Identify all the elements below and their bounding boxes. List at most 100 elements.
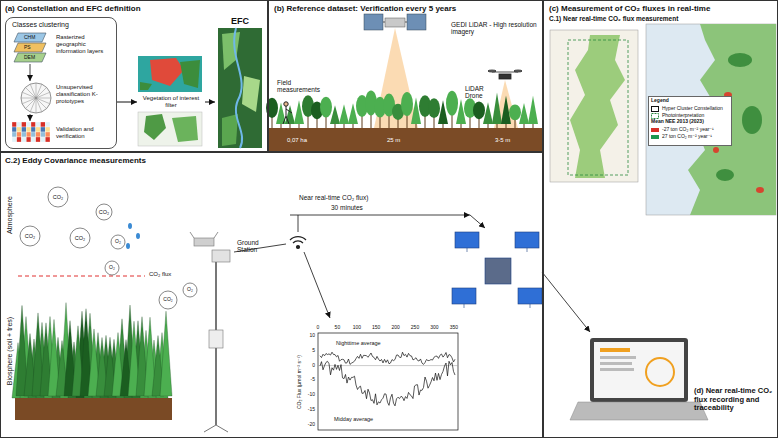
- map-image: [568, 40, 628, 175]
- forest: [320, 97, 332, 118]
- class-grid: [45, 122, 50, 127]
- person: [284, 102, 288, 106]
- ground-station: [194, 238, 214, 246]
- gas-bubble: [70, 228, 90, 248]
- map-image: [646, 24, 776, 215]
- flow-arrow: [542, 272, 590, 332]
- map-node: Vegetation of interest filter: [137, 55, 205, 149]
- ground: [269, 128, 542, 151]
- class-grid: [26, 127, 31, 132]
- efc-map: [218, 28, 262, 148]
- laptop: [600, 356, 636, 359]
- gas-bubble: [111, 235, 125, 249]
- gas-bubble: [20, 226, 40, 246]
- gas-label: O₂: [187, 287, 193, 293]
- forest: [285, 105, 295, 124]
- drone: [514, 70, 522, 72]
- class-grid: [17, 122, 22, 127]
- class-grid: [26, 137, 31, 142]
- class-grid: [41, 127, 46, 132]
- node-text: CHM: [24, 35, 35, 41]
- map-image: [138, 112, 202, 146]
- forest: [401, 92, 413, 116]
- laptop: [570, 402, 708, 420]
- forest: [446, 91, 458, 116]
- forest: [434, 117, 435, 128]
- axis-tick: 0: [317, 325, 320, 331]
- class-grid: [12, 132, 17, 137]
- drone: [499, 74, 511, 79]
- drone: [488, 70, 496, 72]
- wifi-symbol: [290, 237, 306, 240]
- forest: [326, 116, 327, 128]
- server-cluster: [467, 248, 468, 252]
- ground-station: [214, 232, 218, 238]
- forest: [411, 98, 421, 124]
- axis-tick: 250: [411, 325, 419, 331]
- layer-stack: [14, 43, 46, 52]
- axis-tick: -10: [308, 392, 315, 398]
- forest: [483, 102, 493, 124]
- forest: [452, 114, 453, 128]
- clustering-symbol: [21, 83, 51, 113]
- server-cluster: [455, 232, 479, 248]
- class-grid: [45, 132, 50, 137]
- node-text: 3-5 m: [495, 137, 510, 144]
- class-grid: [26, 132, 31, 137]
- clustering-symbol: [36, 98, 47, 109]
- gas-label: CO₂: [99, 209, 109, 215]
- node-heading: (b) Reference dataset: Verification ever…: [274, 4, 539, 13]
- class-grid: [36, 127, 41, 132]
- node-heading: Classes clustering: [12, 21, 112, 29]
- forest: [371, 114, 372, 128]
- forest: [492, 92, 502, 124]
- layer-stack: [14, 33, 46, 62]
- map-image: [180, 60, 200, 88]
- flux-boundary: [18, 276, 145, 277]
- class-grid: [22, 132, 27, 137]
- person: [283, 102, 292, 124]
- node-text: LiDAR Drone: [465, 85, 497, 100]
- gas-bubble: [48, 187, 68, 207]
- laptop: [646, 358, 674, 386]
- legend-heading: Legend: [651, 98, 669, 104]
- layer-stack: [14, 33, 46, 42]
- wifi-symbol: [293, 241, 303, 243]
- gas-label: CO₂: [25, 233, 35, 239]
- node-heading: C.2) Eddy Covariance measurements: [5, 156, 305, 165]
- node-text: CO₂ flux: [149, 271, 171, 278]
- laptop: [600, 348, 630, 352]
- clustering-symbol: [36, 87, 47, 98]
- series-label: Nighttime average: [336, 340, 381, 346]
- map-image: [140, 82, 152, 90]
- clustering-symbol: [36, 98, 51, 99]
- map-node: EFC: [215, 15, 265, 151]
- flow-arrow: [290, 215, 470, 216]
- forest: [330, 105, 340, 124]
- gas-label: CO₂: [75, 235, 85, 241]
- class-grid: [36, 122, 41, 127]
- panel-box: (b) Reference dataset: Verification ever…: [268, 0, 543, 152]
- forest: [509, 105, 521, 121]
- node-text: Unsupervised classification K-prototypes: [56, 84, 114, 105]
- legend-swatch: [651, 128, 659, 132]
- rain-drop: [126, 223, 140, 249]
- class-grid: [45, 127, 50, 132]
- ground-station: [204, 425, 216, 432]
- forest: [407, 114, 408, 128]
- flow-arrow: [117, 102, 137, 103]
- gas-bubble: [20, 187, 197, 309]
- panel-box: C.2) Eddy Covariance measurementsAtmosph…: [0, 152, 543, 438]
- class-grid: [22, 122, 27, 127]
- forest: [470, 117, 471, 128]
- laptop: [590, 338, 688, 402]
- map-image: [716, 169, 734, 181]
- axis-tick: 5: [312, 348, 315, 354]
- laptop: [570, 338, 708, 420]
- forest: [160, 311, 172, 396]
- gas-bubble: [96, 204, 112, 220]
- gas-label: CO₂: [53, 194, 63, 200]
- forest: [398, 119, 399, 128]
- axis-tick: 10: [309, 333, 315, 339]
- lidar-beam: [374, 28, 418, 128]
